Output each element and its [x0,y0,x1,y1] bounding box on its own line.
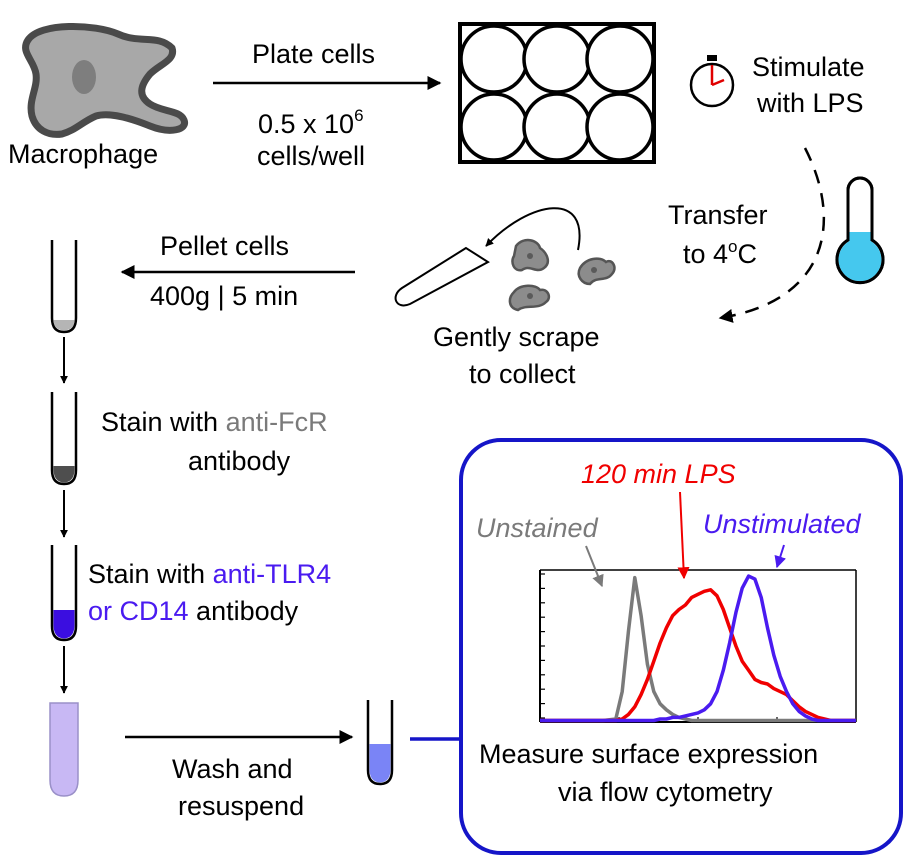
cd14-label: or CD14 antibody [88,596,299,626]
lps-pointer [677,491,690,580]
tube-icon [49,702,79,797]
celsius: C [738,239,758,269]
detached-cells-icon [508,238,616,312]
tube-icon [50,240,78,334]
series-line-120-min-lps [540,588,856,723]
series-line-unstimulated [540,574,856,723]
stain-fcr-prefix: Stain with [101,407,226,437]
pellet-label: Pellet cells [160,231,289,261]
scrape-label: Gently scrape [433,322,600,352]
unstimulated-pointer [774,544,786,569]
plate-cells-label: Plate cells [252,39,375,69]
macrophage-icon [22,22,188,138]
flow-cytometry-label: via flow cytometry [558,777,773,807]
macrophage-label: Macrophage [8,139,158,169]
thermometer-icon [835,176,885,285]
stain-tlr4-prefix: Stain with [88,559,213,589]
stopwatch-icon [689,55,735,108]
with-lps-label: with LPS [756,88,864,118]
transfer-arrow [718,147,825,323]
wash-label: Wash and [172,754,293,784]
transfer-temp-label: to 4oC [683,237,757,269]
degree-sign: o [728,237,737,256]
transfer-label: Transfer [668,200,768,230]
measure-label: Measure surface expression [479,739,818,769]
stimulate-label: Stimulate [752,52,865,82]
lps-label: 120 min LPS [581,459,736,489]
transfer-to: to 4 [683,239,728,269]
density-unit-label: cells/well [257,141,365,171]
six-well-plate-icon [458,22,656,164]
density-exponent: 6 [354,106,363,125]
unstained-label: Unstained [476,513,599,543]
anti-fcr-text: anti-FcR [226,407,328,437]
cd14-antibody-text: antibody [189,596,299,626]
or-cd14-text: or CD14 [88,596,189,626]
stain-tlr4-label: Stain with anti-TLR4 [88,559,331,589]
tube-icon [50,392,78,486]
flow-histogram [539,569,857,723]
unstained-pointer [585,545,604,588]
density-base: 0.5 x 10 [258,109,354,139]
tube-icon [366,700,394,786]
anti-tlr4-text: anti-TLR4 [213,559,332,589]
histogram-series [540,574,856,723]
flow-panel-frame [459,438,903,855]
unstimulated-label: Unstimulated [703,509,862,539]
cell-scraper-icon [394,207,581,307]
collect-label: to collect [469,359,576,389]
density-label: 0.5 x 106 [258,106,364,139]
tube-icon [50,545,78,642]
stain-fcr-label: Stain with anti-FcR [101,407,328,437]
resuspend-label: resuspend [178,791,304,821]
antibody-label: antibody [188,446,291,476]
series-line-unstained [540,575,856,723]
spin-label: 400g | 5 min [150,281,298,311]
